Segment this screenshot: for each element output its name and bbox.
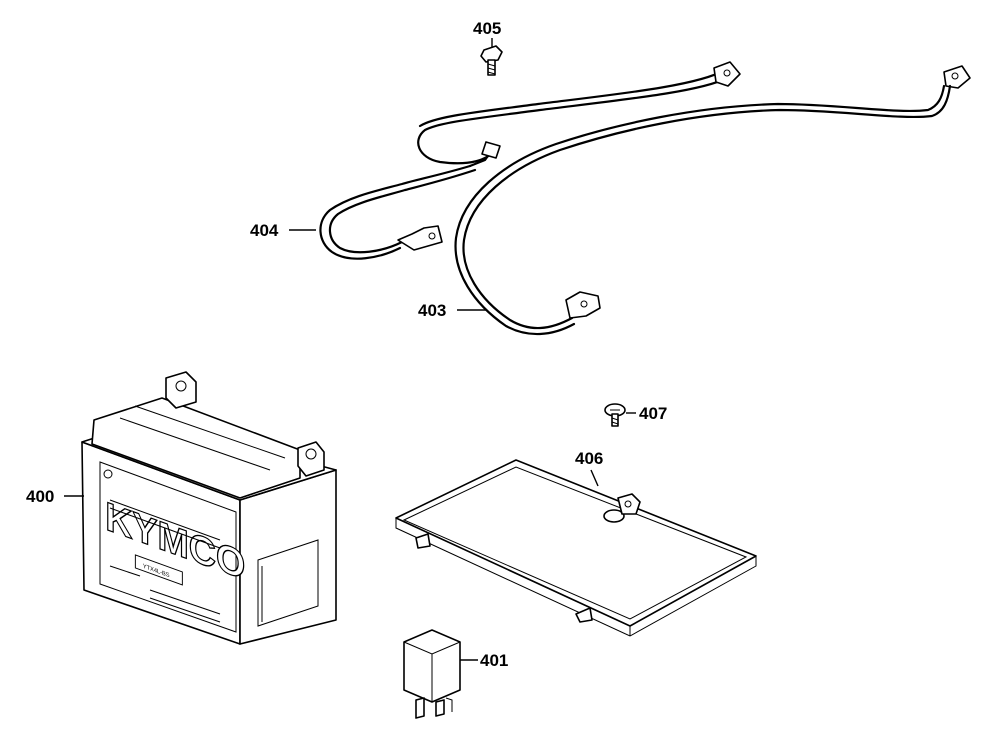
cable-403-icon <box>454 65 971 336</box>
battery-400-icon: KYMCO YTX4L-BS <box>81 371 337 645</box>
relay-401-icon <box>403 629 461 719</box>
screw-407-icon <box>604 403 626 427</box>
cable-404-icon <box>319 61 741 260</box>
part-label-404: 404 <box>250 221 279 240</box>
part-label-401: 401 <box>480 651 508 670</box>
part-label-405: 405 <box>473 19 501 38</box>
part-label-400: 400 <box>26 487 54 506</box>
cover-plate-406-icon <box>395 459 757 637</box>
part-label-406: 406 <box>575 449 603 468</box>
part-label-403: 403 <box>418 301 446 320</box>
leader-406 <box>590 469 599 487</box>
bolt-405-icon <box>480 45 503 76</box>
part-label-407: 407 <box>639 404 667 423</box>
